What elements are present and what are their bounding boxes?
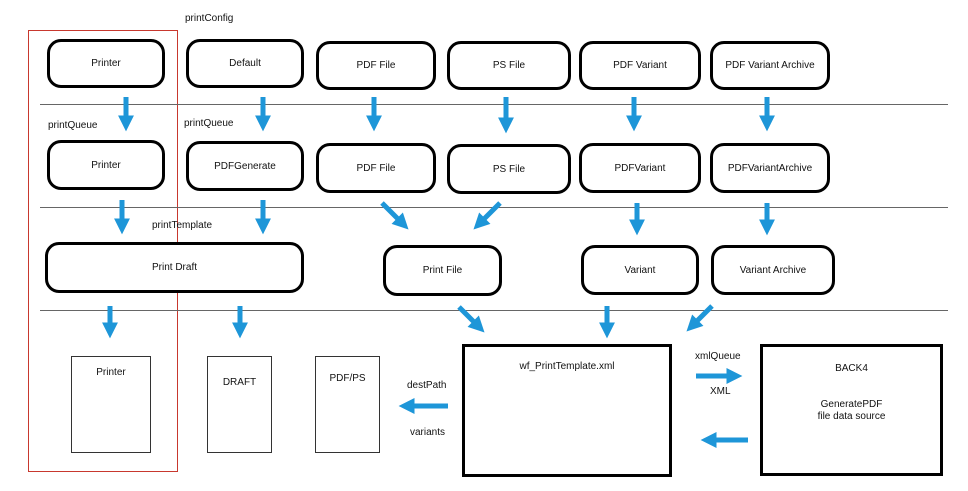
arrow-print-file [457,305,485,333]
queue-pdfgenerate-node: PDFGenerate [186,141,304,191]
back4-line-2: file data source [817,411,886,422]
back4-title: BACK4 [835,363,868,374]
separator-line-3 [40,310,948,311]
arrow-variant-archive [686,304,714,332]
back4-line-1: GeneratePDF [820,399,883,410]
xml-label: XML [710,386,731,397]
template-xml-title: wf_PrintTemplate.xml [519,361,615,372]
queue-printer-node: Printer [47,140,165,190]
queue-pdfvariant-node: PDFVariant [579,143,701,193]
template-variant-node: Variant [581,245,699,295]
variants-label: variants [410,427,446,438]
template-print-draft-node: Print Draft [45,242,304,293]
config-printer-node: Printer [47,39,165,88]
config-pdf-variant-node: PDF Variant [579,41,701,90]
separator-line-1 [40,104,948,105]
template-xml-box: wf_PrintTemplate.xml [462,344,672,477]
queue-pdf-file-node: PDF File [316,143,436,193]
print-queue-label: printQueue [184,118,234,129]
config-pdf-file-node: PDF File [316,41,436,90]
draft-output-document: DRAFT [207,356,272,453]
arrow-ps-file-2 [473,201,502,230]
print-config-label: printConfig [185,13,234,24]
xml-queue-label: xmlQueue [695,351,741,362]
pdf-ps-output-document: PDF/PS [315,356,380,453]
queue-pdfvariantarchive-node: PDFVariantArchive [710,143,830,193]
config-pdf-variant-archive-node: PDF Variant Archive [710,41,830,90]
printer-output-document: Printer [71,356,151,453]
print-queue-label-left: printQueue [48,120,98,131]
template-print-file-node: Print File [383,245,502,296]
queue-ps-file-node: PS File [447,144,571,194]
back4-box: BACK4 GeneratePDF file data source [760,344,943,476]
config-ps-file-node: PS File [447,41,571,90]
arrow-pdf-file-2 [380,201,409,230]
template-variant-archive-node: Variant Archive [711,245,835,295]
print-template-label: printTemplate [152,220,213,231]
config-default-node: Default [186,39,304,88]
dest-path-label: destPath [407,380,447,391]
